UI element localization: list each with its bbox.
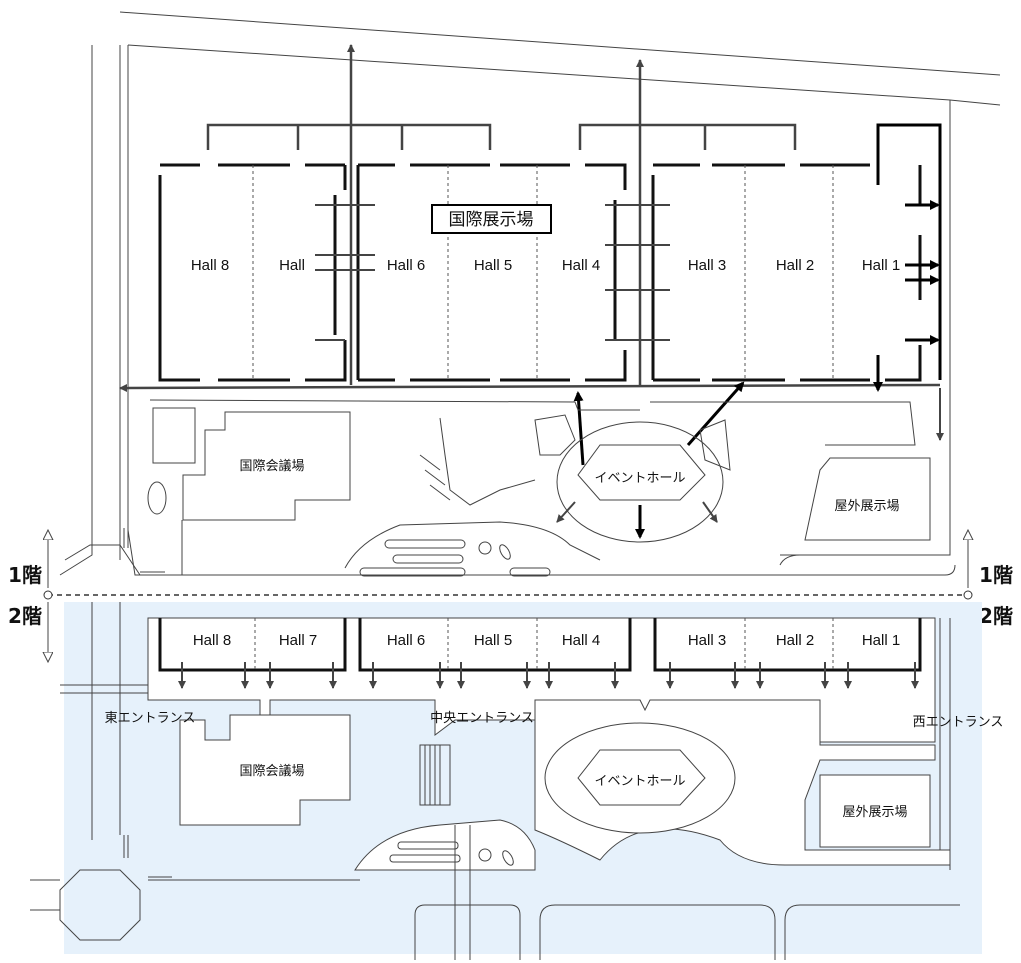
f2-hall-label: Hall 6 (387, 632, 425, 649)
f2-hall-label: Hall 1 (862, 632, 900, 649)
floor1-label-right: 1階 (979, 563, 1013, 587)
floor2-label-left: 2階 (8, 604, 42, 628)
f1-hall-label: Hall 1 (862, 257, 900, 274)
venue-label-box (431, 204, 552, 234)
f1-outdoor-exhibition-label: 屋外展示場 (834, 498, 899, 513)
floor1-map: 国際展示場 Hall 8 Hall Hall 6 Hall 5 Hall 4 H… (59, 11, 1001, 577)
f1-hall-label: Hall (279, 257, 305, 274)
f2-outdoor-exhibition-label: 屋外展示場 (842, 804, 907, 819)
f1-hall-label: Hall 2 (776, 257, 814, 274)
f1-hall-label: Hall 5 (474, 257, 512, 274)
f1-event-hall-label: イベントホール (594, 470, 685, 485)
floor1-label-left: 1階 (8, 563, 42, 587)
floor2-map: Hall 8 Hall 7 Hall 6 Hall 5 Hall 4 Hall … (30, 602, 1003, 960)
f1-conference-center-label: 国際会議場 (239, 458, 304, 473)
f1-hall-label: Hall 8 (191, 257, 229, 274)
east-entrance-label: 東エントランス (105, 710, 196, 725)
f1-hall-label: Hall 4 (562, 257, 600, 274)
central-entrance-label: 中央エントランス (430, 710, 534, 725)
floor2-label-right: 2階 (979, 604, 1013, 628)
f1-hall-label: Hall 3 (688, 257, 726, 274)
f2-conference-center-label: 国際会議場 (239, 763, 304, 778)
f2-hall-label: Hall 2 (776, 632, 814, 649)
f2-event-hall-label: イベントホール (594, 773, 685, 788)
f2-hall-label: Hall 4 (562, 632, 600, 649)
venue-label: 国際展示場 (449, 210, 534, 229)
f2-hall-label: Hall 8 (193, 632, 231, 649)
west-entrance-label: 西エントランス (913, 714, 1004, 729)
f2-hall-label: Hall 5 (474, 632, 512, 649)
f1-hall-label: Hall 6 (387, 257, 425, 274)
f2-hall-label: Hall 3 (688, 632, 726, 649)
floor-divider: 1階 2階 1階 2階 (8, 532, 1013, 660)
f2-hall-label: Hall 7 (279, 632, 317, 649)
